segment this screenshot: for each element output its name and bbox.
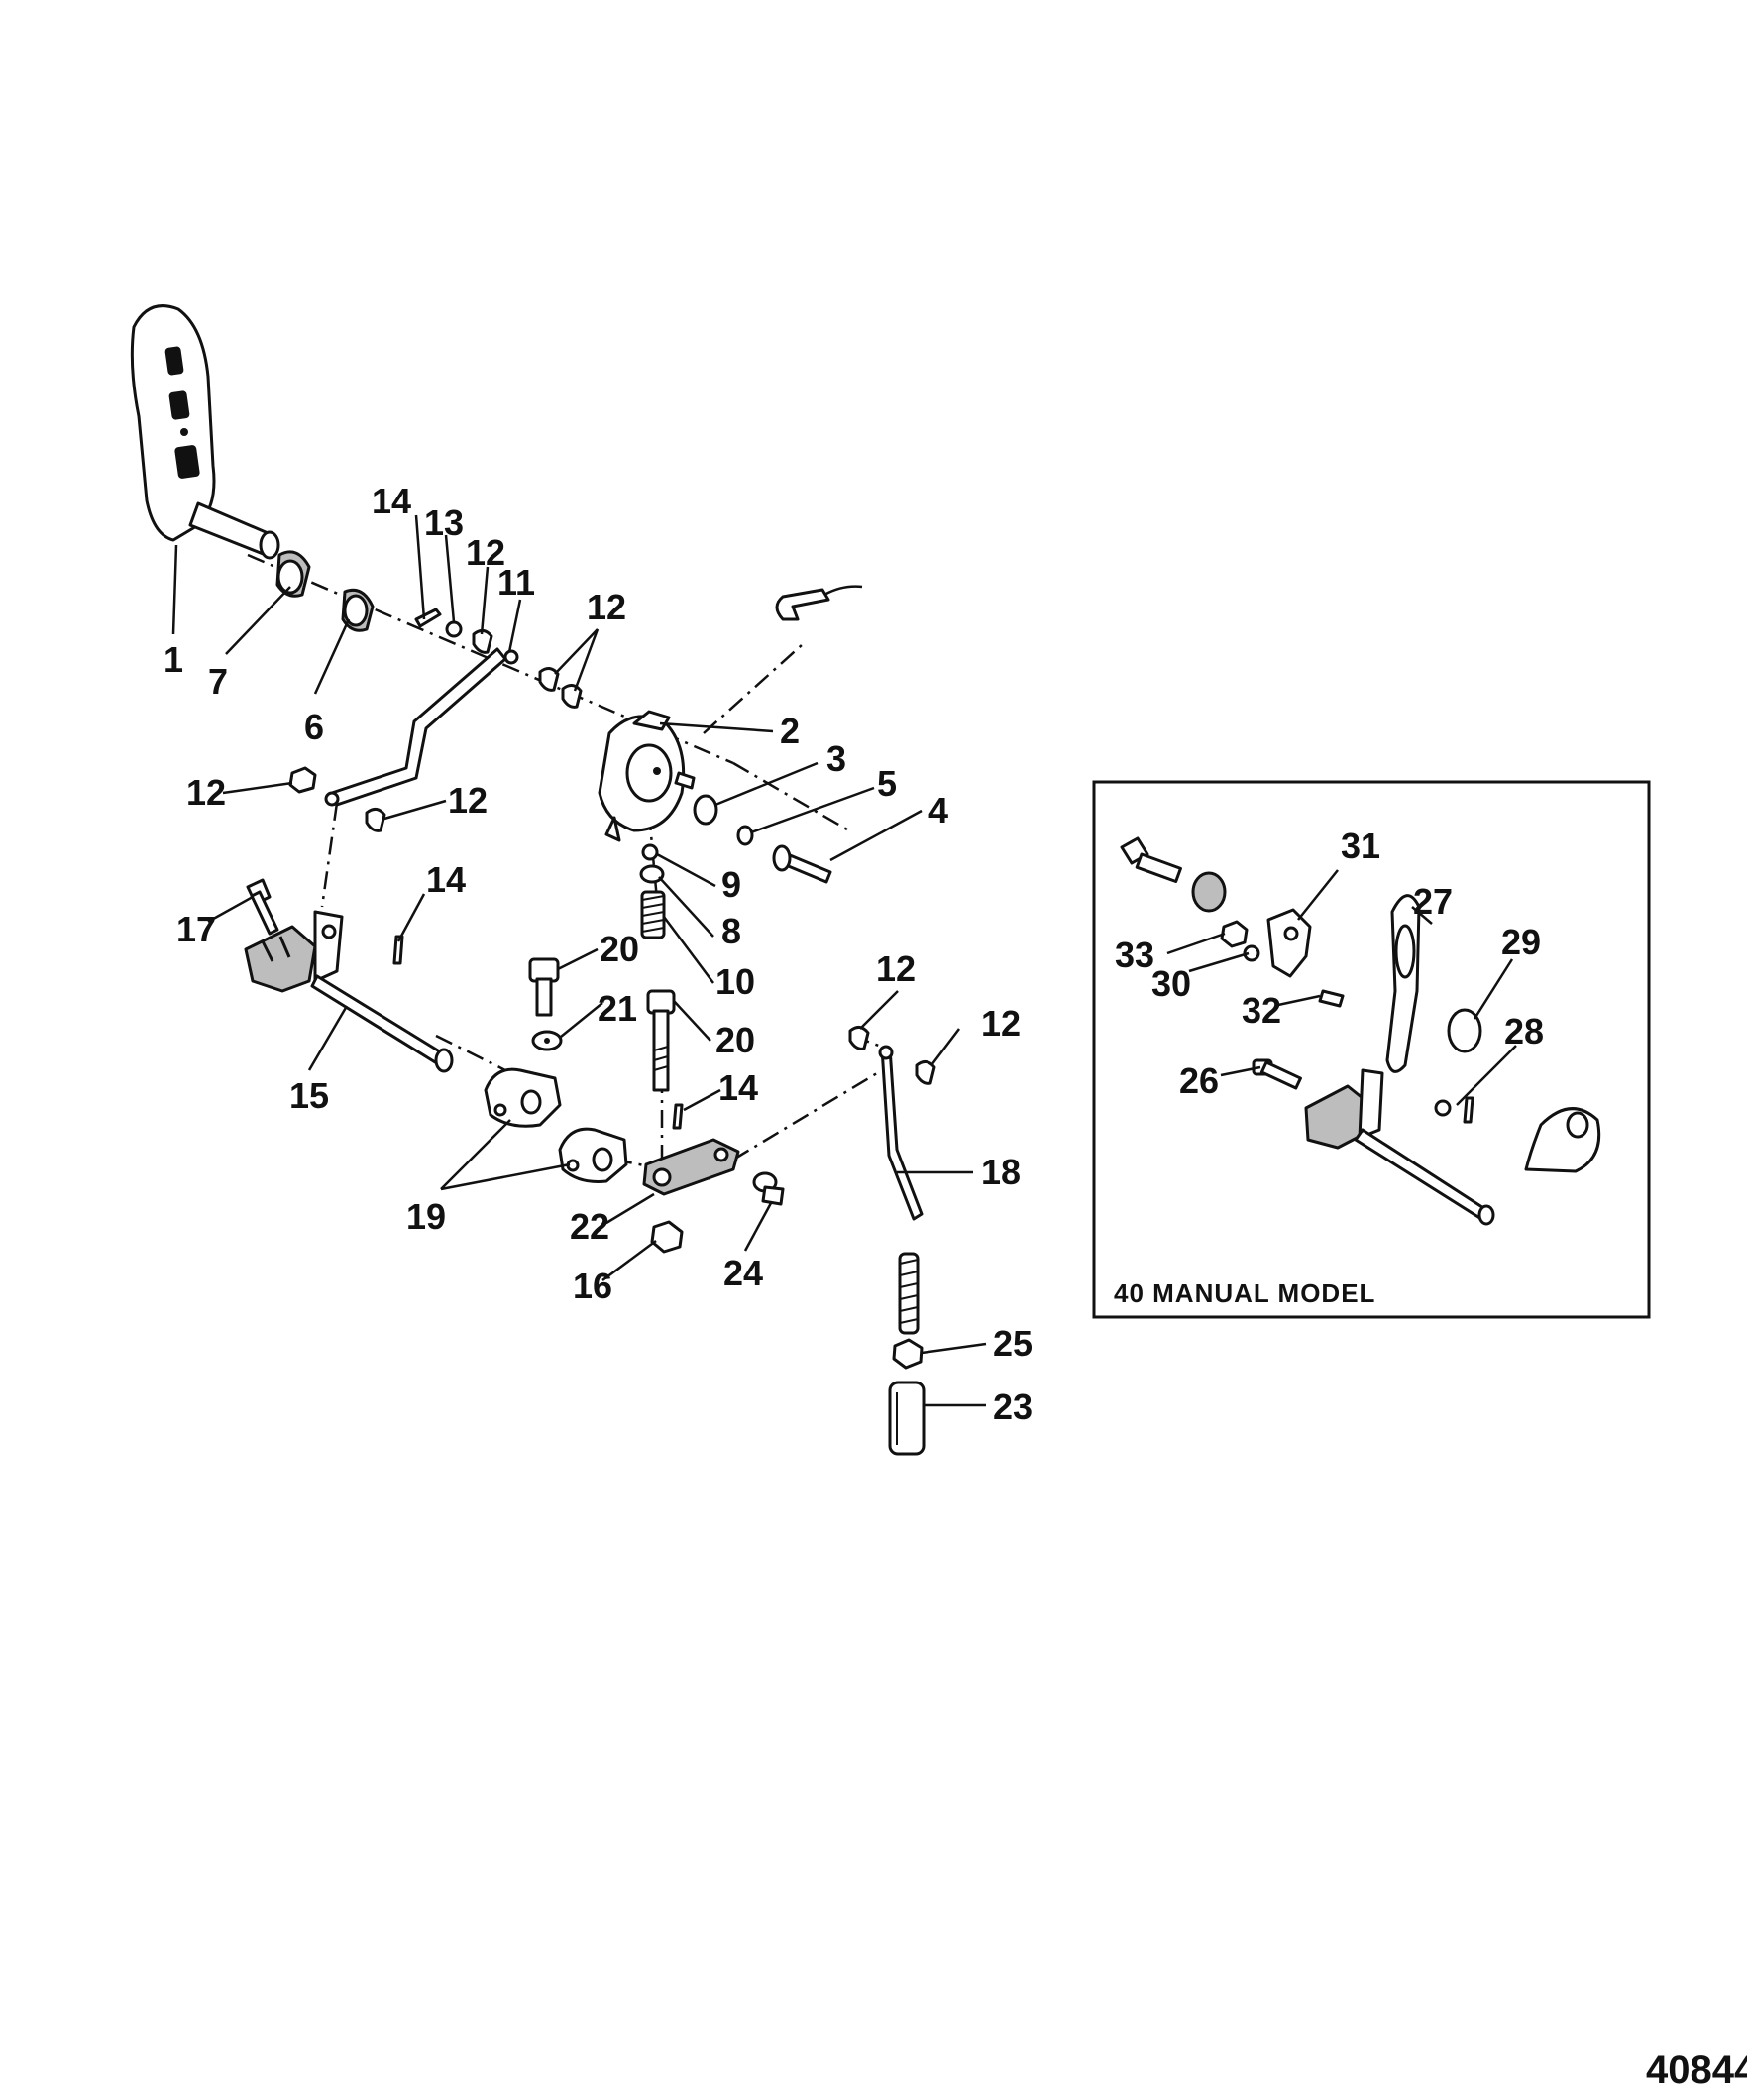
bolt-17 [246,878,279,936]
callout-14-a: 14 [372,481,411,521]
inset-washer-29 [1447,1008,1482,1053]
bushing-6 [341,588,375,632]
washer-3 [693,794,718,826]
callout-20-b: 20 [715,1020,755,1060]
callout-32: 32 [1242,990,1281,1031]
connector-23 [888,1381,926,1456]
callout-14-c: 14 [718,1067,758,1108]
e-clip-mid-1 [538,667,560,692]
callout-8: 8 [721,911,741,951]
e-clip-rod-left [848,1026,870,1050]
link-rod [324,647,519,807]
callout-12-b: 12 [587,587,626,627]
callout-16: 16 [573,1266,612,1306]
seat-8 [639,864,665,884]
inset-link-27 [1385,894,1421,1073]
callout-9: 9 [721,864,741,905]
inset-bolt-26 [1252,1058,1302,1090]
callout-3: 3 [826,738,846,779]
callout-7: 7 [208,661,228,702]
bolt-20-upper [528,957,560,1017]
callout-12-d: 12 [448,780,488,821]
pin-24 [752,1171,785,1206]
inset-nut-33 [1220,920,1249,948]
spring-10 [640,890,666,939]
callout-28: 28 [1504,1011,1544,1051]
control-handle [130,304,280,560]
shift-shaft [244,910,454,1073]
callout-11: 11 [497,562,535,603]
callout-13: 13 [424,502,464,543]
callout-1: 1 [164,639,183,680]
callout-17: 17 [176,909,216,949]
inset-bushing [1191,871,1227,913]
inset-pin-28 [1463,1096,1474,1124]
callout-6: 6 [304,707,324,747]
callout-31: 31 [1341,826,1380,866]
callout-27: 27 [1413,881,1453,922]
nut-25 [892,1338,924,1370]
throttle-cam [598,710,696,842]
callout-18: 18 [981,1152,1021,1192]
main-leaders [171,514,987,1407]
callout-12-c: 12 [186,772,226,813]
cotter-pin-top [414,608,442,628]
callout-10: 10 [715,961,755,1002]
e-clip-lower [365,808,386,832]
e-clip-mid-2 [561,684,583,709]
callout-24: 24 [723,1253,763,1293]
clamp-19-upper [484,1067,562,1128]
inset-shift-shaft [1304,1068,1495,1226]
nut-16 [650,1220,684,1254]
callout-2: 2 [780,711,800,751]
callout-33: 33 [1115,935,1154,975]
main-assembly [130,304,936,1456]
callout-29: 29 [1501,922,1541,962]
e-clip-rod-right [915,1060,936,1085]
inset-screw-32 [1318,989,1345,1008]
callout-19: 19 [406,1196,446,1237]
washer-21-hole [544,1038,550,1044]
callout-15: 15 [289,1075,329,1116]
clamp-19-lower [558,1127,628,1183]
callout-22: 22 [570,1206,609,1247]
callout-12-e: 12 [876,948,916,989]
callout-20-a: 20 [600,929,639,969]
ball-9 [641,843,659,861]
inset-lever-31 [1266,908,1312,978]
inset-bolt [1120,836,1182,884]
screw-4-head [772,844,792,872]
callout-5: 5 [877,763,897,804]
cotter-pin-mid [672,1103,684,1130]
main-callouts: 1 2 3 4 5 6 7 8 9 10 11 12 12 12 12 12 1… [164,481,1033,1427]
drawing-number: 40844 [1646,2048,1747,2092]
hex-nut-left [288,766,317,794]
inset-clip-28 [1434,1099,1452,1117]
bolt-20-lower [646,989,676,1092]
inset-caption: 40 MANUAL MODEL [1114,1278,1375,1308]
shift-lever-22 [642,1138,740,1196]
callout-12-a: 12 [466,532,505,573]
callout-4: 4 [928,790,948,830]
callout-14-b: 14 [426,859,466,900]
callout-25: 25 [993,1323,1033,1364]
callout-21: 21 [598,988,637,1029]
washer-13 [445,620,463,638]
inset-panel: 26 27 28 29 30 31 32 33 40 MANUAL MODEL [1092,780,1651,1319]
shift-rod-18 [878,1045,924,1221]
callout-23: 23 [993,1386,1033,1427]
hose-end [775,588,830,621]
inset-cam [1524,1107,1601,1173]
callout-12-f: 12 [981,1003,1021,1044]
e-clip-upper [472,629,493,654]
washer-5 [736,825,754,846]
bushing-7 [275,550,311,598]
hose-line [823,585,863,597]
callout-30: 30 [1151,963,1191,1004]
callout-26: 26 [1179,1060,1219,1101]
threaded-stud [898,1252,920,1335]
